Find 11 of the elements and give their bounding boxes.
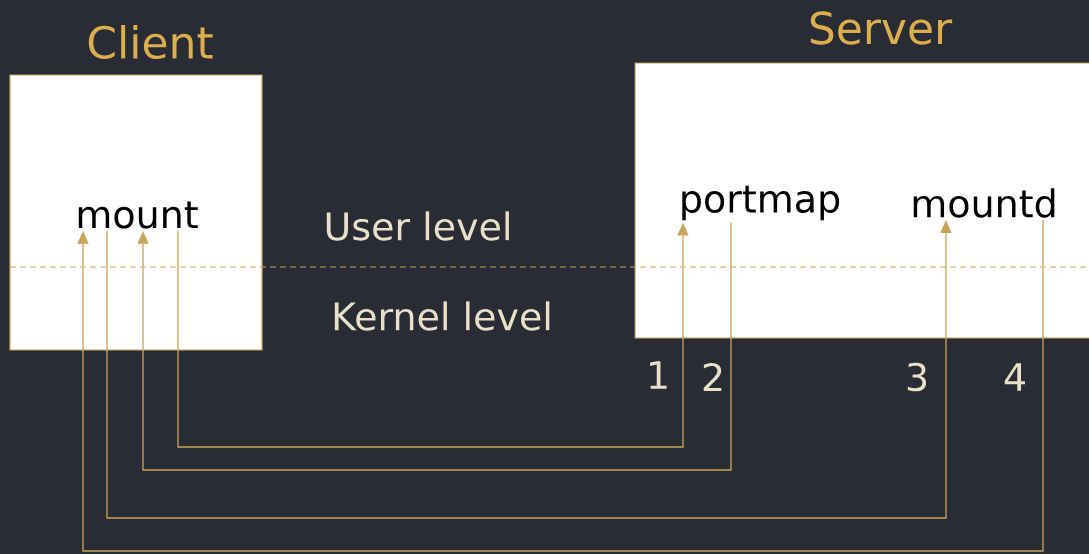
process-label: mount: [78, 201, 198, 229]
level-label: Kernel level: [334, 301, 550, 331]
edge-label: 1: [644, 360, 672, 390]
arrow: [77, 219, 1044, 552]
arrow: [137, 221, 732, 471]
process-label: portmap: [682, 185, 840, 221]
panel-heading: Server: [810, 11, 953, 45]
edge-label: 4: [1001, 362, 1029, 392]
panel-heading: Client: [88, 25, 213, 60]
level-label: User level: [326, 211, 509, 241]
process-label: mountd: [913, 188, 1055, 218]
